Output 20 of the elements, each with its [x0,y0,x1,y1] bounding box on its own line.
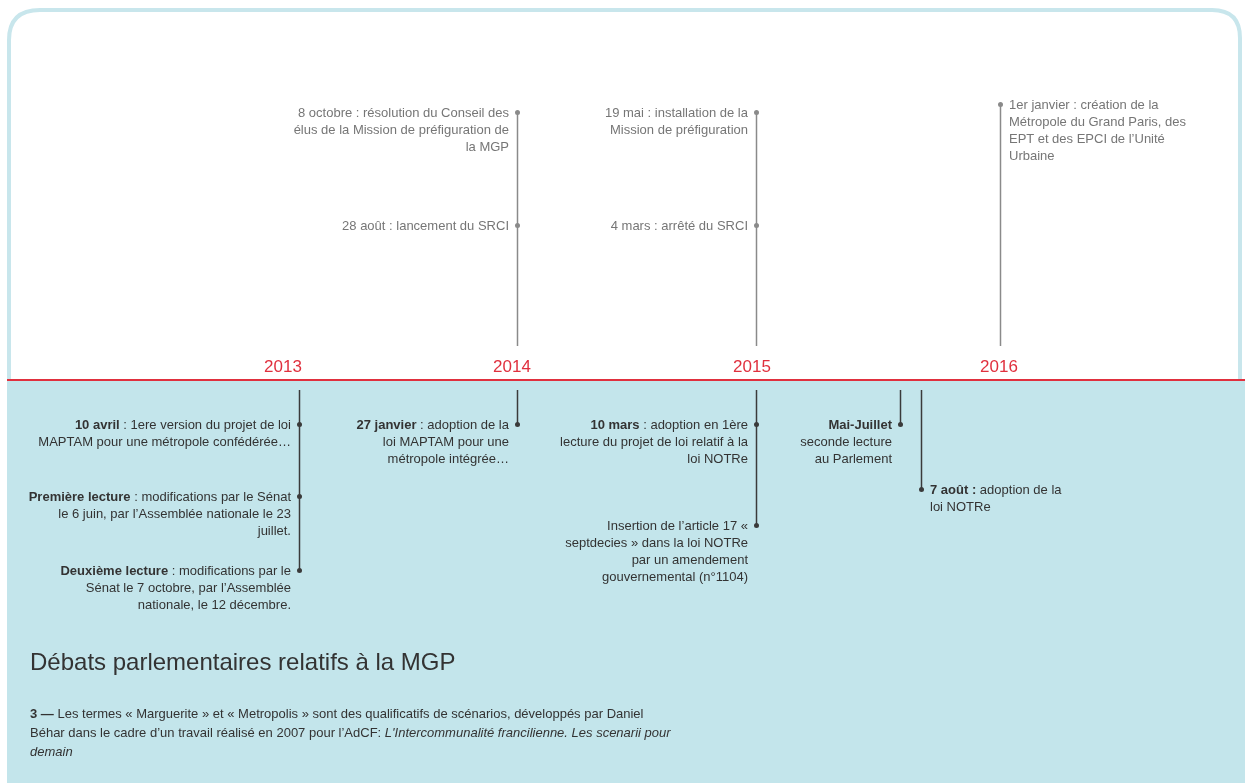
event-text: 4 mars : arrêté du SRCI [609,217,748,234]
event-text: 27 janvier : adoption de la loi MAPTAM pour une métropole intégrée… [355,416,509,467]
event-text: 28 août : lancement du SRCI [341,217,509,234]
event-text: 8 octobre : résolution du Conseil des élus de la Mission de préfiguration de la MGP [292,104,509,155]
event-text: 10 avril : 1ere version du projet de loi MAPTAM pour une métropole confédérée… [37,416,291,450]
event-text: 19 mai : installation de la Mission de préfiguration [603,104,748,138]
event-text: 10 mars : adoption en 1ère lecture du projet de loi relatif à la loi NOTRe [560,416,748,467]
event-date: Mai-Juillet [827,416,892,433]
year-label: 2016 [979,357,1019,377]
year-label: 2015 [732,357,772,377]
event-text: Insertion de l’article 17 « septdecies » dans la loi NOTRe par un amendement gouvernemental (n°1104) [564,517,748,585]
event-text: 1er janvier : création de la Métropole du Grand Paris, des EPT et des EPCI de l’Unité Urbaine [1009,96,1188,164]
event-text: Deuxième lecture : modifications par le Sénat le 7 octobre, par l’Assemblée nationale, le 12 décembre. [59,562,291,613]
year-label: 2013 [263,357,303,377]
event-text: seconde lecture au Parlement [799,433,892,467]
year-label: 2014 [492,357,532,377]
event-text: 7 août : adoption de la loi NOTRe [930,481,1063,515]
footnote: 3 — Les termes « Marguerite » et « Metropolis » sont des qualificatifs de scénarios, développés par Daniel Béhar dans le cadre d’un travail réalisé en 2007 pour l’AdCF: L'Intercommunalité francilienne. Les scenarii pour demain [30,705,672,761]
event-text: Première lecture : modifications par le Sénat le 6 juin, par l’Assemblée nationale le 23 juillet. [28,488,291,539]
diagram-title: Débats parlementaires relatifs à la MGP [30,648,456,676]
